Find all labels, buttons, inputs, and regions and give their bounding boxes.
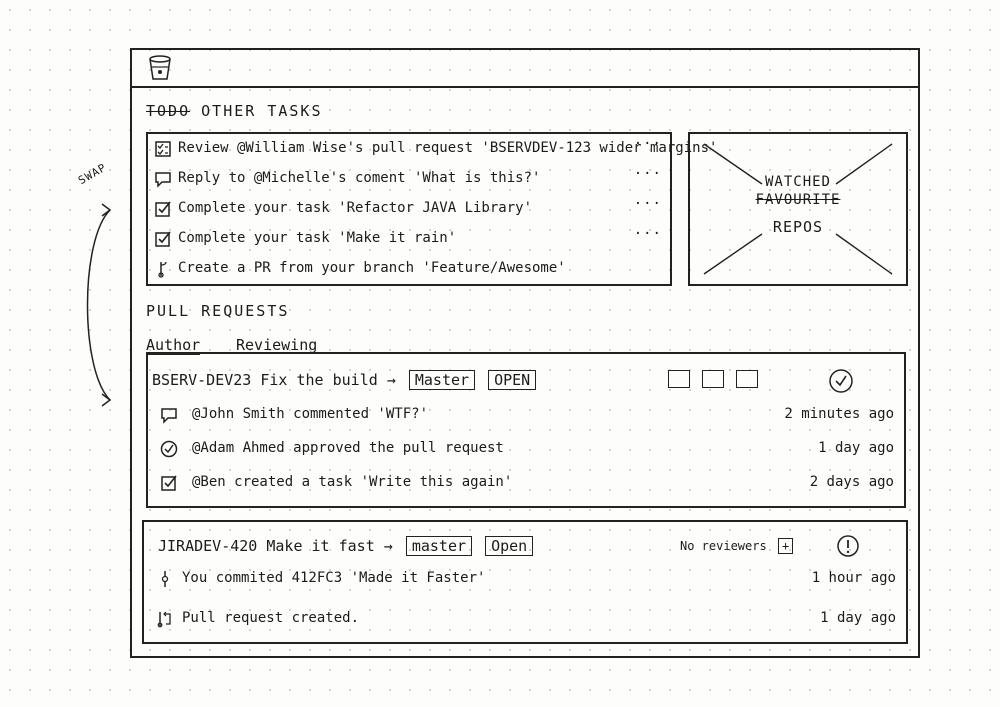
more-menu[interactable]: ··· (633, 166, 662, 182)
reviewer-avatar[interactable] (702, 370, 724, 388)
repos-watched-word: WATCHED (764, 174, 831, 190)
task-icon (155, 231, 171, 247)
task-text: Complete your task 'Make it rain' (178, 230, 457, 246)
checklist-icon (155, 141, 171, 157)
activity-row: You commited 412FC3 'Made it Faster' 1 h… (144, 566, 906, 594)
activity-time: 2 days ago (809, 474, 894, 490)
todo-heading: TODO OTHER TASKS (146, 102, 323, 120)
pr-key[interactable]: JIRADEV-420 (158, 537, 258, 555)
comment-icon (155, 172, 171, 188)
reviewer-avatar[interactable] (668, 370, 690, 388)
pr-created-icon (157, 611, 171, 628)
task-item[interactable]: Review @William Wise's pull request 'BSE… (148, 136, 717, 164)
more-menu[interactable]: ··· (633, 136, 662, 152)
header-bar (132, 50, 918, 88)
activity-time: 2 minutes ago (784, 406, 894, 422)
activity-text: Pull request created. (182, 610, 360, 626)
activity-text: @Adam Ahmed approved the pull request (192, 440, 504, 456)
target-branch[interactable]: Master (408, 370, 476, 390)
add-reviewer-button[interactable]: + (777, 538, 794, 554)
approved-icon (160, 440, 178, 458)
task-item[interactable]: Complete your task 'Refactor JAVA Librar… (148, 196, 670, 224)
reviewer-avatar[interactable] (736, 370, 758, 388)
pull-requests-heading: PULL REQUESTS (146, 302, 290, 320)
pr-header: JIRADEV-420 Make it fast → master Open N… (144, 534, 906, 562)
more-menu[interactable]: ··· (633, 226, 662, 242)
status-badge: Open (485, 536, 534, 556)
pr-title[interactable]: Make it fast (266, 537, 375, 555)
activity-row: Pull request created. 1 day ago (144, 606, 906, 634)
activity-time: 1 day ago (820, 610, 896, 626)
pr-title[interactable]: Fix the build (260, 371, 378, 389)
pr-header: BSERV-DEV23 Fix the build → Master OPEN (148, 368, 904, 396)
activity-text: @John Smith commented 'WTF?' (192, 406, 429, 422)
tab-reviewing[interactable]: Reviewing (236, 336, 318, 354)
commit-icon (161, 571, 169, 587)
comment-icon (161, 408, 177, 424)
task-text: Create a PR from your branch 'Feature/Aw… (178, 260, 566, 276)
todo-title: OTHER TASKS (201, 102, 323, 120)
repos-label: REPOS (772, 218, 824, 236)
repos-favourite-struck: FAVOURITE (755, 192, 841, 208)
arrow-icon: → (383, 537, 393, 555)
task-icon (161, 475, 177, 491)
activity-row: @Ben created a task 'Write this again' 2… (148, 470, 904, 498)
more-menu[interactable]: ··· (633, 196, 662, 212)
placeholder-cross-icon (703, 143, 893, 275)
pull-request-card[interactable]: JIRADEV-420 Make it fast → master Open N… (142, 520, 908, 644)
tab-author[interactable]: Author (146, 336, 201, 355)
swap-note: SWAP (76, 160, 109, 188)
task-item[interactable]: Complete your task 'Make it rain' ··· (148, 226, 670, 254)
task-text: Reply to @Michelle's coment 'What is thi… (178, 170, 541, 186)
activity-text: @Ben created a task 'Write this again' (192, 474, 513, 490)
task-item[interactable]: Create a PR from your branch 'Feature/Aw… (148, 256, 670, 284)
status-badge: OPEN (488, 370, 537, 390)
activity-row: @Adam Ahmed approved the pull request 1 … (148, 436, 904, 464)
task-icon (155, 201, 171, 217)
activity-text: You commited 412FC3 'Made it Faster' (182, 570, 486, 586)
target-branch[interactable]: master (405, 536, 473, 556)
task-item[interactable]: Reply to @Michelle's coment 'What is thi… (148, 166, 670, 194)
activity-time: 1 hour ago (811, 570, 896, 586)
task-text: Review @William Wise's pull request 'BSE… (178, 140, 718, 156)
activity-row: @John Smith commented 'WTF?' 2 minutes a… (148, 402, 904, 430)
task-text: Complete your task 'Refactor JAVA Librar… (178, 200, 533, 216)
warning-circle-icon (837, 535, 859, 557)
app-window: TODO OTHER TASKS Review @William Wise's … (130, 48, 920, 658)
swap-arrow-icon (86, 203, 112, 407)
pr-key[interactable]: BSERV-DEV23 (152, 371, 252, 389)
watched-repos-panel[interactable]: WATCHED FAVOURITE REPOS (688, 132, 908, 286)
pull-request-card[interactable]: BSERV-DEV23 Fix the build → Master OPEN … (146, 352, 906, 508)
todo-title-struck: TODO (146, 102, 191, 120)
check-circle-icon (829, 369, 853, 393)
task-list: Review @William Wise's pull request 'BSE… (146, 132, 717, 286)
activity-time: 1 day ago (818, 440, 894, 456)
no-reviewers-label: No reviewers (680, 539, 767, 553)
logo-icon[interactable] (148, 55, 172, 81)
arrow-icon: → (386, 371, 396, 389)
branch-icon (158, 261, 167, 278)
